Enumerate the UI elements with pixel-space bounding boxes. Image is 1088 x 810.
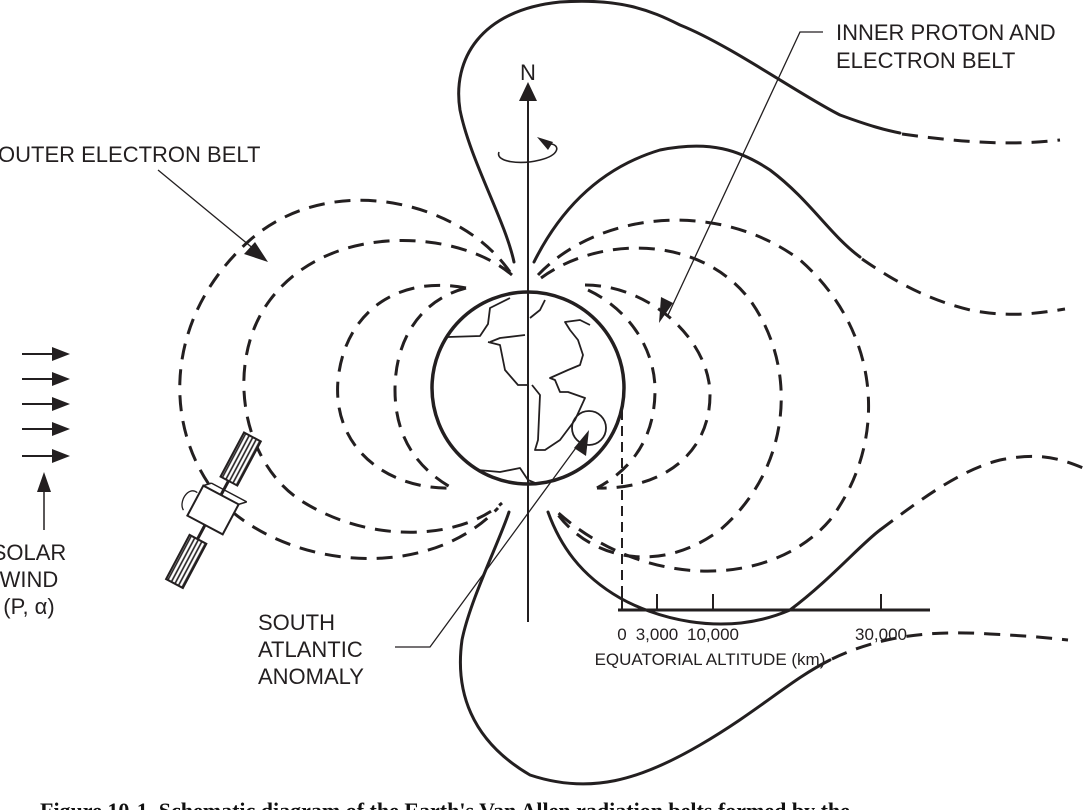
saa-label: SOUTH ATLANTIC ANOMALY (258, 430, 589, 689)
solar-wind-label-line2: WIND (0, 567, 58, 592)
rotation-arrow-icon (497, 137, 558, 164)
field-line-right-4 (587, 288, 657, 490)
saa-label-line3: ANOMALY (258, 664, 364, 689)
magnetotail-south-dashed (831, 631, 1069, 661)
tick-label-0: 0 (617, 625, 626, 644)
inner-belt-field-lines-right (536, 218, 871, 573)
solar-wind-label: SOLAR WIND (P, α) (0, 540, 66, 619)
solar-wind-arrows (22, 347, 70, 530)
figure-caption: Figure 10-1. Schematic diagram of the Ea… (40, 798, 850, 810)
north-label: N (520, 60, 536, 85)
inner-belt-label: INNER PROTON AND ELECTRON BELT (659, 20, 1056, 323)
solar-wind-arrow (22, 422, 70, 436)
inner-belt-leader-line (667, 31, 823, 316)
outer-belt-leader-line (157, 169, 256, 251)
solar-wind-arrow (22, 449, 70, 463)
coastline-north-america (447, 297, 528, 386)
magnetopause-north (457, 0, 902, 264)
cusp-line-north-right (532, 144, 862, 264)
outer-belt-label: OUTER ELECTRON BELT (0, 142, 268, 262)
north-axis-arrow-icon (519, 82, 537, 622)
field-line-left-3 (336, 283, 467, 490)
altitude-scale: 0 3,000 10,000 30,000 EQUATORIAL ALTITUD… (595, 410, 930, 669)
tick-label-30000: 30,000 (855, 625, 907, 644)
field-line-left-4 (393, 286, 467, 490)
saa-arrowhead (574, 430, 589, 456)
field-line-left-2 (242, 239, 513, 534)
inner-belt-arrowhead (659, 297, 673, 323)
saa-leader-line (395, 444, 579, 648)
solar-wind-up-arrow (37, 472, 51, 530)
magnetopause-south (458, 510, 832, 786)
tick-label-3000: 3,000 (636, 625, 679, 644)
altitude-ticks (621, 594, 882, 610)
solar-wind-label-line1: SOLAR (0, 540, 66, 565)
south-atlantic-anomaly-region (571, 410, 607, 446)
magnetotail-north2-dashed (861, 257, 1066, 316)
tick-label-10000: 10,000 (687, 625, 739, 644)
outer-belt-arrowhead (244, 242, 268, 262)
inner-belt-label-line1: INNER PROTON AND (836, 20, 1056, 45)
solar-wind-label-line3: (P, α) (3, 594, 54, 619)
cusp-line-south-right (546, 510, 882, 626)
outer-belt-label-text: OUTER ELECTRON BELT (0, 142, 260, 167)
solar-wind-arrow (22, 397, 70, 411)
field-line-left-outer (178, 198, 512, 560)
magnetotail-south2-dashed (879, 454, 1088, 532)
outer-belt-field-lines-left (178, 198, 513, 560)
saa-label-line2: ATLANTIC (258, 637, 363, 662)
magnetosphere-boundary (457, 0, 1088, 786)
saa-label-line1: SOUTH (258, 610, 335, 635)
magnetotail-north-dashed (901, 132, 1061, 145)
field-line-right-3 (584, 283, 712, 490)
coastline-south-america (529, 299, 591, 451)
solar-wind-arrow (22, 372, 70, 386)
satellite-icon (164, 431, 263, 590)
inner-belt-label-line2: ELECTRON BELT (836, 48, 1015, 73)
solar-wind-arrow (22, 347, 70, 361)
field-line-right-outer (536, 218, 871, 573)
altitude-scale-title: EQUATORIAL ALTITUDE (km) (595, 650, 826, 669)
field-line-right-2 (540, 246, 783, 559)
